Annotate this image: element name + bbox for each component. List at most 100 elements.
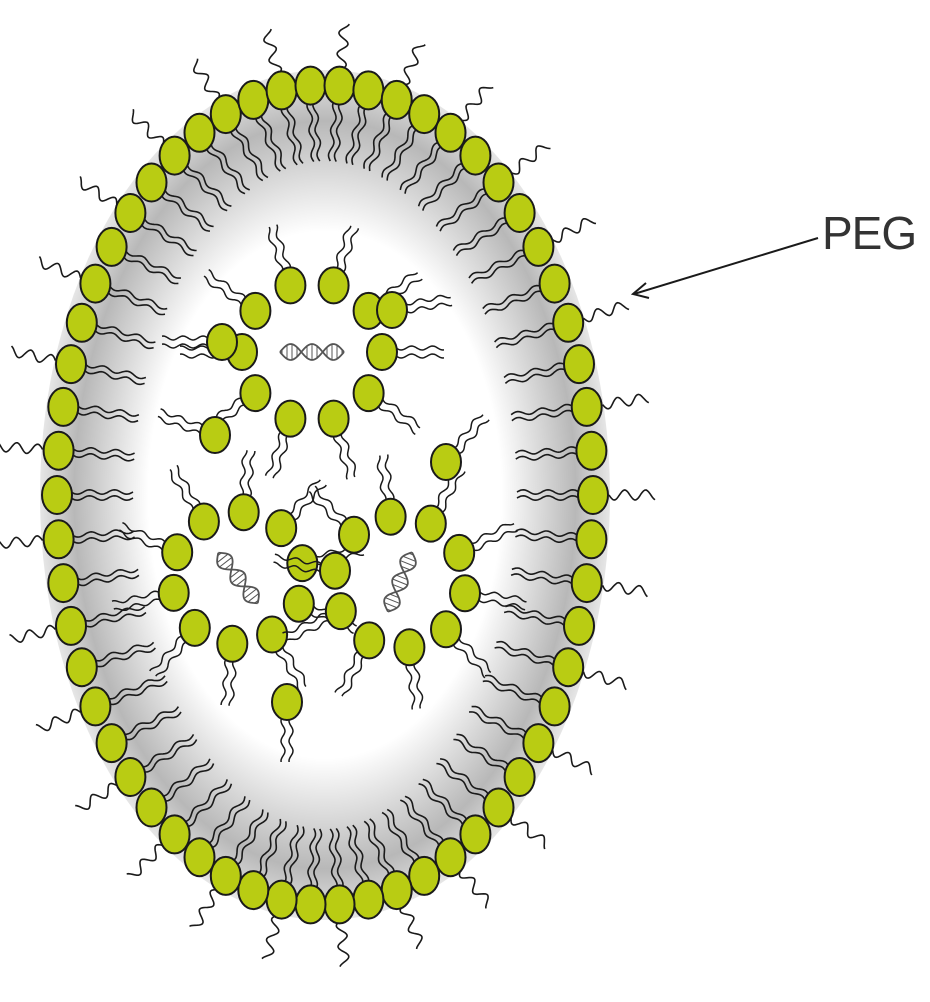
peg-chain bbox=[0, 442, 43, 454]
lipid-headgroup bbox=[97, 228, 127, 266]
lipid-headgroup bbox=[523, 724, 553, 762]
micelle-headgroup bbox=[275, 267, 305, 303]
lipid-headgroup bbox=[540, 687, 570, 725]
lipid-headgroup bbox=[238, 81, 268, 119]
free-lipid-headgroup bbox=[377, 292, 407, 328]
lipid-headgroup bbox=[67, 648, 97, 686]
peg-chain bbox=[603, 583, 648, 597]
peg-chain bbox=[336, 920, 349, 966]
micelle-headgroup bbox=[240, 293, 270, 329]
lipid-headgroup bbox=[67, 304, 97, 342]
lipid-headgroup bbox=[211, 857, 241, 895]
peg-chain bbox=[511, 146, 550, 174]
lipid-headgroup bbox=[460, 815, 490, 853]
micelle-headgroup bbox=[450, 575, 480, 611]
lipid-headgroup bbox=[576, 520, 606, 558]
micelle-headgroup bbox=[229, 494, 259, 530]
peg-chain bbox=[0, 536, 43, 548]
lipid-headgroup bbox=[44, 520, 74, 558]
lipid-headgroup bbox=[576, 432, 606, 470]
lipid-headgroup bbox=[80, 265, 110, 303]
lipid-headgroup bbox=[564, 607, 594, 645]
lipid-headgroup bbox=[296, 67, 326, 105]
dna-rung bbox=[403, 572, 404, 573]
lipid-headgroup bbox=[44, 432, 74, 470]
lipid-headgroup bbox=[185, 114, 215, 152]
lipid-headgroup bbox=[56, 345, 86, 383]
peg-chain bbox=[609, 490, 655, 500]
peg-chain bbox=[511, 817, 545, 849]
lipid-headgroup bbox=[48, 388, 78, 426]
micelle-headgroup bbox=[287, 545, 317, 581]
lipid-headgroup bbox=[436, 114, 466, 152]
peg-chain bbox=[132, 109, 163, 144]
lipid-headgroup bbox=[540, 265, 570, 303]
micelle-headgroup bbox=[444, 535, 474, 571]
lipid-headgroup bbox=[185, 838, 215, 876]
micelle-headgroup bbox=[266, 510, 296, 546]
peg-label: PEG bbox=[822, 206, 916, 260]
lipid-headgroup bbox=[572, 388, 602, 426]
lipid-headgroup bbox=[137, 164, 167, 202]
lipid-headgroup bbox=[160, 137, 190, 175]
lipid-headgroup bbox=[409, 95, 439, 133]
peg-chain bbox=[553, 219, 596, 242]
micelle-headgroup bbox=[284, 586, 314, 622]
peg-chain bbox=[10, 626, 56, 643]
peg-chain bbox=[603, 394, 649, 408]
lipid-headgroup bbox=[325, 885, 355, 923]
peg-chain bbox=[39, 257, 80, 278]
micelle-headgroup bbox=[162, 534, 192, 570]
peg-chain bbox=[460, 870, 489, 909]
lipid-headgroup bbox=[211, 95, 241, 133]
lipid-headgroup bbox=[160, 815, 190, 853]
lipid-headgroup bbox=[578, 476, 608, 514]
micelle-headgroup bbox=[319, 267, 349, 303]
lipid-headgroup bbox=[572, 564, 602, 602]
lipid-headgroup bbox=[56, 607, 86, 645]
micelle-headgroup bbox=[159, 575, 189, 611]
lipid-headgroup bbox=[553, 648, 583, 686]
dna-rung bbox=[396, 591, 397, 592]
lipid-headgroup bbox=[115, 194, 145, 232]
micelle-headgroup bbox=[339, 517, 369, 553]
free-lipid-headgroup bbox=[272, 684, 302, 720]
lipid-headgroup bbox=[267, 71, 297, 109]
micelle-headgroup bbox=[394, 629, 424, 665]
lipid-headgroup bbox=[460, 137, 490, 175]
lipid-headgroup bbox=[48, 564, 78, 602]
lipid-headgroup bbox=[382, 871, 412, 909]
peg-chain bbox=[264, 29, 282, 75]
lipid-headgroup bbox=[296, 885, 326, 923]
lipid-headgroup bbox=[484, 789, 514, 827]
free-lipid-headgroup bbox=[200, 417, 230, 453]
peg-chain bbox=[400, 905, 422, 949]
micelle-headgroup bbox=[319, 401, 349, 437]
lipid-headgroup bbox=[267, 881, 297, 919]
lipid-headgroup bbox=[564, 345, 594, 383]
lipid-headgroup bbox=[137, 789, 167, 827]
micelle-headgroup bbox=[240, 375, 270, 411]
lipid-headgroup bbox=[238, 871, 268, 909]
free-lipid-headgroup bbox=[207, 324, 237, 360]
peg-chain bbox=[403, 45, 425, 85]
lipid-headgroup bbox=[553, 304, 583, 342]
lipid-headgroup bbox=[80, 687, 110, 725]
peg-chain bbox=[194, 59, 220, 101]
lipid-headgroup bbox=[325, 67, 355, 105]
free-lipid-headgroup bbox=[431, 444, 461, 480]
peg-chain bbox=[75, 784, 117, 810]
peg-chain bbox=[584, 672, 627, 690]
lipid-headgroup bbox=[409, 857, 439, 895]
micelle-headgroup bbox=[320, 553, 350, 589]
peg-arrow bbox=[633, 238, 818, 298]
lipid-headgroup bbox=[523, 228, 553, 266]
lipid-headgroup bbox=[353, 71, 383, 109]
peg-chain bbox=[190, 890, 218, 927]
peg-chain bbox=[127, 845, 163, 876]
peg-chain bbox=[337, 24, 349, 69]
lipid-headgroup bbox=[115, 758, 145, 796]
micelle-headgroup bbox=[367, 334, 397, 370]
lipid-headgroup bbox=[505, 194, 535, 232]
